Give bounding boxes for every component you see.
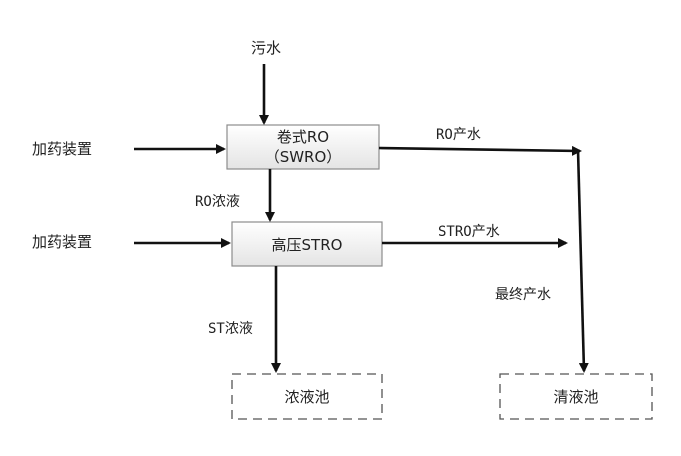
ro-concentrate-label: RO浓液 (195, 194, 240, 210)
stro-label: 高压STRO (272, 236, 343, 254)
stro-unit-box (231, 221, 383, 267)
st-concentrate-label: ST浓液 (208, 321, 253, 337)
concentrate-tank-box (231, 373, 383, 420)
final-product-arrow (576, 149, 589, 373)
swro-label-line1: 卷式RO (277, 128, 329, 146)
final-product-label: 最终产水 (495, 287, 551, 303)
clean-tank-box (499, 373, 653, 420)
ro-product-arrow (378, 145, 582, 156)
swro-unit-box (226, 124, 380, 170)
dosing-label-1: 加药装置 (32, 140, 92, 158)
wastewater-label: 污水 (251, 39, 281, 57)
swro-label-line2: （SWRO） (265, 148, 342, 166)
dosing-label-2: 加药装置 (32, 233, 92, 251)
concentrate-tank-label: 浓液池 (284, 388, 329, 406)
stro-product-label: STRO产水 (438, 224, 500, 240)
clean-tank-label: 清液池 (553, 388, 598, 406)
ro-product-label: RO产水 (436, 127, 481, 143)
